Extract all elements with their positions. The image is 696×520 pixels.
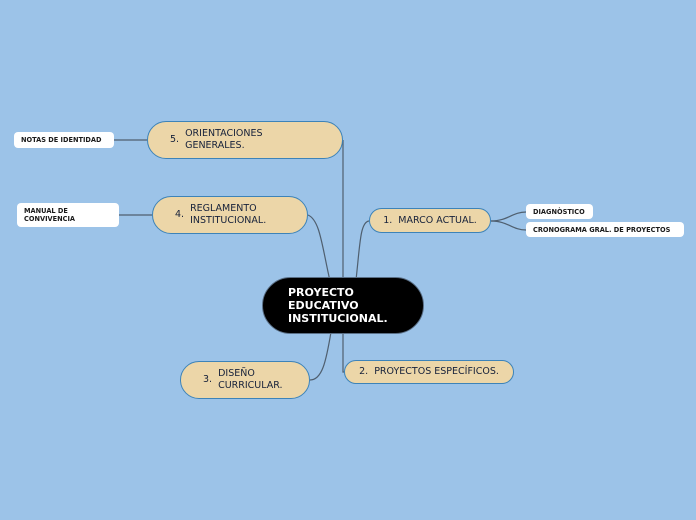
branch-reglamento-institucional[interactable]: 4. REGLAMENTO INSTITUCIONAL.: [152, 196, 308, 234]
branch-marco-actual[interactable]: 1. MARCO ACTUAL.: [369, 208, 491, 233]
branch-orientaciones-generales[interactable]: 5. ORIENTACIONES GENERALES.: [147, 121, 343, 159]
central-topic-label: PROYECTO EDUCATIVO INSTITUCIONAL.: [288, 286, 388, 325]
central-topic[interactable]: PROYECTO EDUCATIVO INSTITUCIONAL.: [262, 277, 424, 334]
link-marco-to-cronograma: [490, 220, 527, 231]
subtopic-manual-de-convivencia[interactable]: MANUAL DE CONVIVENCIA: [17, 203, 119, 227]
subtopic-cronograma[interactable]: CRONOGRAMA GRAL. DE PROYECTOS: [526, 222, 684, 237]
branch-label: MARCO ACTUAL.: [398, 214, 477, 226]
branch-number: 4.: [175, 209, 185, 220]
branch-label: PROYECTOS ESPECÍFICOS.: [374, 366, 499, 377]
link-central-to-diseno: [309, 331, 332, 381]
branch-diseno-curricular[interactable]: 3. DISEÑO CURRICULAR.: [180, 361, 310, 399]
branch-label: REGLAMENTO INSTITUCIONAL.: [190, 203, 267, 226]
link-central-to-proyectos: [342, 333, 344, 373]
branch-number: 1.: [383, 214, 393, 226]
link-central-to-marco: [355, 220, 370, 281]
link-central-to-reglamento: [307, 214, 331, 282]
branch-label: ORIENTACIONES GENERALES.: [185, 128, 263, 151]
branch-label: DISEÑO CURRICULAR.: [218, 368, 283, 391]
subtopic-label: NOTAS DE IDENTIDAD: [21, 136, 102, 144]
subtopic-label: CRONOGRAMA GRAL. DE PROYECTOS: [533, 225, 671, 234]
subtopic-label: DIAGNÒSTICO: [533, 207, 585, 216]
subtopic-diagnostico[interactable]: DIAGNÒSTICO: [526, 204, 593, 219]
branch-number: 3.: [203, 374, 213, 385]
link-marco-to-diagnostico: [490, 211, 527, 222]
branch-number: 2.: [359, 366, 369, 377]
subtopic-notas-de-identidad[interactable]: NOTAS DE IDENTIDAD: [14, 132, 114, 148]
branch-number: 5.: [170, 134, 180, 145]
branch-proyectos-especificos[interactable]: 2. PROYECTOS ESPECÍFICOS.: [344, 360, 514, 384]
subtopic-label: MANUAL DE CONVIVENCIA: [24, 207, 76, 223]
